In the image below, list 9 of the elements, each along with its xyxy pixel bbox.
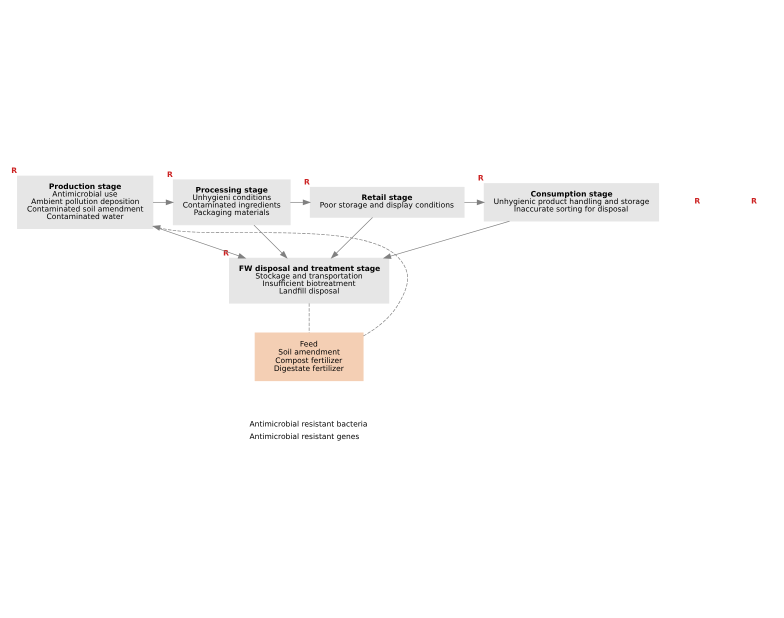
arrow	[152, 198, 174, 205]
arrow	[152, 226, 246, 258]
arrow	[382, 220, 510, 258]
arrow	[330, 216, 373, 258]
arrow	[254, 224, 288, 258]
arrow	[290, 198, 312, 205]
arrow	[152, 224, 408, 336]
arrow	[464, 198, 486, 205]
connector	[308, 302, 310, 333]
